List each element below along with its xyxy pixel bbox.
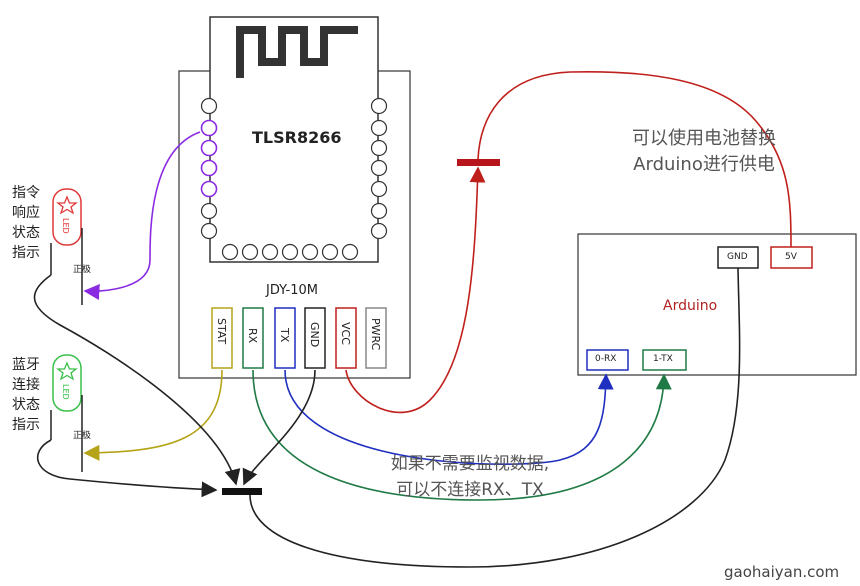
right-pads [370,97,388,240]
wire-gnd-to-junction [242,369,316,486]
arduino-label: Arduino [663,298,718,314]
arduino-pin-rx-box [586,349,629,371]
pad [200,159,218,177]
wire-vcc-to-junction [345,166,486,414]
pin-label-vcc: VCC [339,322,352,345]
pin-label-gnd: GND [308,322,321,348]
left-pads [200,97,218,240]
led2-text: LED [61,384,70,400]
pad [370,139,388,157]
pad [241,243,259,261]
pad [341,243,359,261]
arduino-pin-5v-label: 5V [785,252,797,262]
pad [200,202,218,220]
wire-led2-to-junction [36,439,218,498]
antenna-trace [236,26,358,78]
led2-side-label: 蓝牙 连接 状态 指示 [12,355,40,435]
pad [200,97,218,115]
star-icon [56,361,78,381]
arduino-pin-tx-box [642,349,687,371]
monitor-note-line: 可以不连接RX、TX [396,480,544,500]
led1-polarity: 正极 [73,265,92,275]
pad [261,243,279,261]
battery-note-line: Arduino进行供电 [633,154,775,175]
monitor-note: 如果不需要监视数据, 可以不连接RX、TX [360,451,580,503]
pin-label-tx: TX [278,328,291,343]
watermark: gaohaiyan.com [724,563,840,581]
wire-junction-to-5v [477,70,792,248]
pad [200,180,218,198]
arduino-pin-gnd-label: GND [727,252,748,262]
led2-polarity: 正极 [73,431,92,441]
monitor-note-line: 如果不需要监视数据, [390,454,550,474]
wire-rx-to-arduino-tx [252,369,672,501]
vcc-junction-bar [457,159,500,166]
pad [370,159,388,177]
pad [221,243,239,261]
led1-text: LED [61,218,70,234]
pad [370,222,388,240]
board-label: JDY-10M [266,283,318,298]
pin-stat-box [211,307,233,369]
pin-tx-box [274,307,296,369]
pad [281,243,299,261]
wire-junction-to-arduino-gnd [249,267,741,568]
led1-side-label-line: 状态 [12,225,40,241]
pad [301,243,319,261]
wire-led1-to-junction [33,274,241,486]
pad [200,222,218,240]
pad [370,119,388,137]
pin-label-pwrc: PWRC [369,318,382,351]
pin-gnd-box [304,307,326,369]
led1-side-label-line: 指令 [12,185,40,201]
led2-side-label-line: 蓝牙 [12,357,40,373]
pin-label-rx: RX [246,328,259,344]
wire-purple-to-led1 [83,131,201,300]
battery-note-line: 可以使用电池替换 [632,128,776,149]
wire-tx-to-arduino-rx [284,369,614,466]
led1-side-label-line: 指示 [12,245,40,261]
pad [370,97,388,115]
led2-side-label-line: 状态 [12,397,40,413]
led1-side-label: 指令 响应 状态 指示 [12,183,40,263]
pin-rx-box [242,307,264,369]
pin-pwrc-box [365,307,387,369]
pad [200,119,218,137]
gnd-junction-bar [222,488,262,495]
pad [370,180,388,198]
pad [370,202,388,220]
star-icon [56,195,78,215]
chip-label: TLSR8266 [252,128,342,147]
led2-side-label-line: 指示 [12,417,40,433]
pad [321,243,339,261]
pin-label-stat: STAT [215,318,228,345]
wire-stat-to-led2 [83,369,223,461]
pad [200,139,218,157]
arduino-pin-tx-label: 1-TX [653,354,673,364]
pin-vcc-box [335,307,357,369]
led2-side-label-line: 连接 [12,377,40,393]
battery-note: 可以使用电池替换 Arduino进行供电 [614,126,794,178]
arduino-pin-rx-label: 0-RX [595,354,617,364]
bottom-pads [221,243,359,261]
led1-side-label-line: 响应 [12,205,40,221]
